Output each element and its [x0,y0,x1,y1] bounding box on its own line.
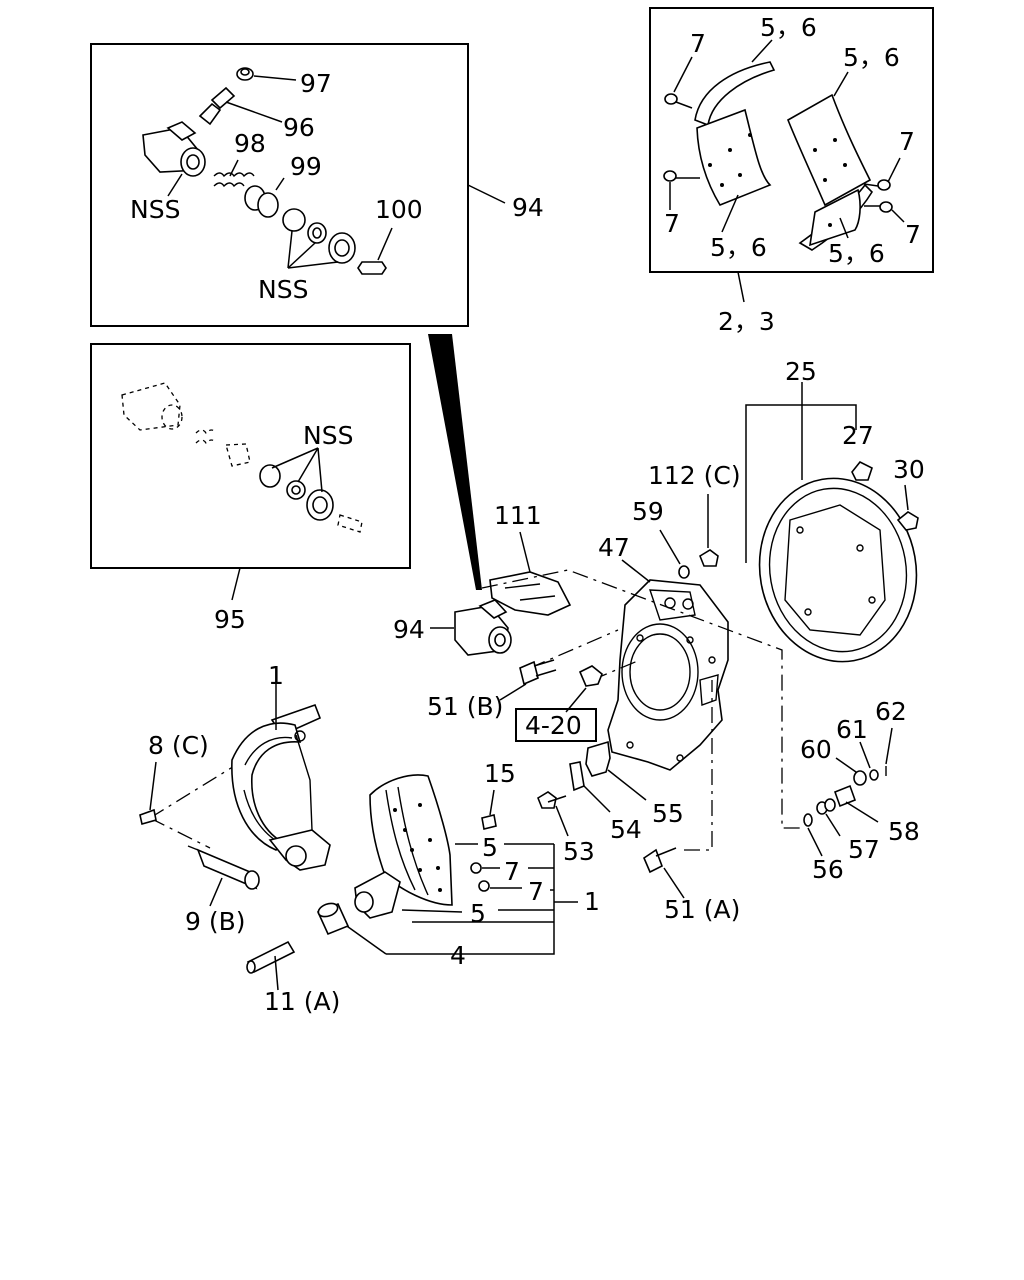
brake-shoe-lining [354,774,453,919]
bolt-112 [699,494,719,567]
callout-94: 94 [393,615,425,644]
clip-54 [569,761,585,792]
back-plate-47 [607,579,729,771]
callout-1-top: 1 [268,661,284,690]
callout-25: 25 [785,357,817,386]
washer-59 [678,565,690,579]
callout-97: 97 [300,69,332,98]
box-pointer-wedge [428,334,482,590]
spring-9b [187,845,260,890]
callout-7-a: 7 [690,29,706,58]
callout-nss-3: NSS [303,421,353,450]
callout-62: 62 [875,697,907,726]
pin-15 [481,814,497,830]
plate-55 [585,740,611,777]
callout-99: 99 [290,152,322,181]
callout-112c: 112 (C) [648,461,741,490]
callout-54: 54 [610,815,642,844]
alignment-lines [149,569,805,851]
callout-7-e: 7 [504,857,520,886]
callout-11a: 11 (A) [264,987,340,1016]
callout-111: 111 [494,501,542,530]
callout-7-c: 7 [899,127,915,156]
callout-1-right: 1 [584,887,600,916]
bolt-51b [519,659,557,686]
bolt-51a [643,847,677,874]
callout-59: 59 [632,497,664,526]
kit-box-95 [90,343,411,569]
spring-98 [213,172,255,188]
callout-30: 30 [893,455,925,484]
bracket-25-27 [745,382,857,563]
callout-4-20: 4-20 [525,711,582,740]
callout-nss-2: NSS [258,275,308,304]
callout-27: 27 [842,421,874,450]
callout-56: 56 [812,855,844,884]
leaders-box-94 [167,75,506,269]
callout-98: 98 [234,129,266,158]
piston-99 [244,185,279,218]
callout-7-f: 7 [528,877,544,906]
wheel-cylinder-94-detail [142,121,206,177]
callout-51a: 51 (A) [664,895,740,924]
bolt-4-20 [578,665,603,687]
bolt-53 [537,791,567,809]
plug-27 [851,460,873,481]
cap-97 [236,67,254,81]
kit-box-lining [649,7,934,273]
cup-seals [282,208,356,264]
callout-9b: 9 (B) [185,907,246,936]
boot-100 [357,261,387,275]
callout-8c: 8 (C) [148,731,209,760]
callout-61: 61 [836,715,868,744]
ref-box-4-20 [515,708,597,742]
lining-left [694,61,776,206]
callout-58: 58 [888,817,920,846]
callout-15: 15 [484,759,516,788]
callout-95: 95 [214,605,246,634]
callout-7-b: 7 [664,209,680,238]
callout-2-3: 2，3 [718,307,775,336]
callout-5-6-a: 5，6 [760,13,817,42]
callout-100: 100 [375,195,423,224]
wheel-cylinder-95-detail [121,382,363,533]
callout-51b: 51 (B) [427,692,503,721]
callout-5-b: 5 [470,899,486,928]
callout-5-a: 5 [482,833,498,862]
callout-5-6-c: 5，6 [710,233,767,262]
callout-5-6-b: 5，6 [843,43,900,72]
callout-57: 57 [848,835,880,864]
dust-cover-25 [758,477,918,663]
callout-7-d: 7 [905,220,921,249]
wheel-cylinder-94 [454,599,512,656]
callout-53: 53 [563,837,595,866]
bleeder-screw-96 [198,86,236,126]
lining-right [786,93,874,251]
callout-nss-1: NSS [130,195,180,224]
small-parts-56-62 [803,727,893,857]
callout-94-box: 94 [512,193,544,222]
rivets-7-shoe [470,862,490,892]
callout-4: 4 [450,941,466,970]
pin-8c [139,808,157,826]
callout-55: 55 [652,799,684,828]
pin-11a [246,940,296,974]
bracket-callout-1 [343,843,578,955]
callout-5-6-d: 5，6 [828,239,885,268]
leaders-lining [669,39,905,303]
callout-60: 60 [800,735,832,764]
callout-96: 96 [283,113,315,142]
bolt-30 [896,484,919,531]
bushing-4 [316,902,350,936]
callout-47: 47 [598,533,630,562]
brake-shoe-1 [231,703,331,871]
rivets-7 [663,93,893,213]
